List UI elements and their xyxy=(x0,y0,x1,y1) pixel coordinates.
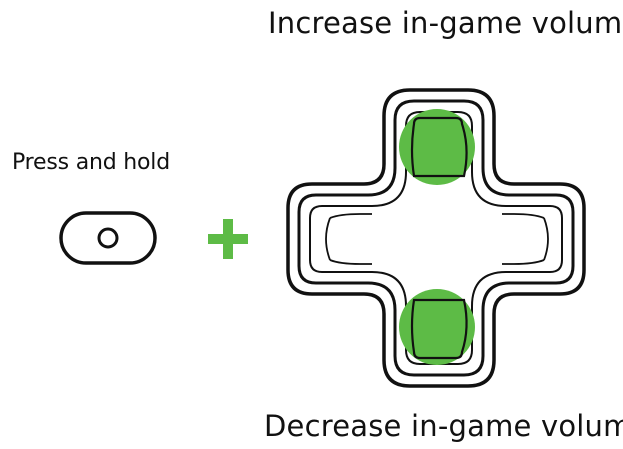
dpad-left-inset xyxy=(325,213,372,265)
dpad-middle-outline xyxy=(297,99,575,377)
increase-volume-label: Increase in-game volume xyxy=(268,6,623,40)
press-and-hold-label: Press and hold xyxy=(12,150,170,175)
dpad-right-inset xyxy=(502,213,549,265)
up-key-outline xyxy=(410,116,468,178)
up-highlight-dot xyxy=(399,109,475,185)
dpad-up-button[interactable] xyxy=(399,109,475,185)
down-highlight-dot xyxy=(399,289,475,365)
decrease-volume-label: Decrease in-game volume xyxy=(264,409,623,443)
dpad-icon xyxy=(286,88,586,388)
dpad-inner-outline xyxy=(309,111,563,365)
dpad-down-button[interactable] xyxy=(399,289,475,365)
plus-icon xyxy=(208,219,248,259)
pill-button-icon xyxy=(59,211,157,265)
down-key-outline xyxy=(410,298,468,360)
dpad-outer-outline xyxy=(286,88,586,388)
